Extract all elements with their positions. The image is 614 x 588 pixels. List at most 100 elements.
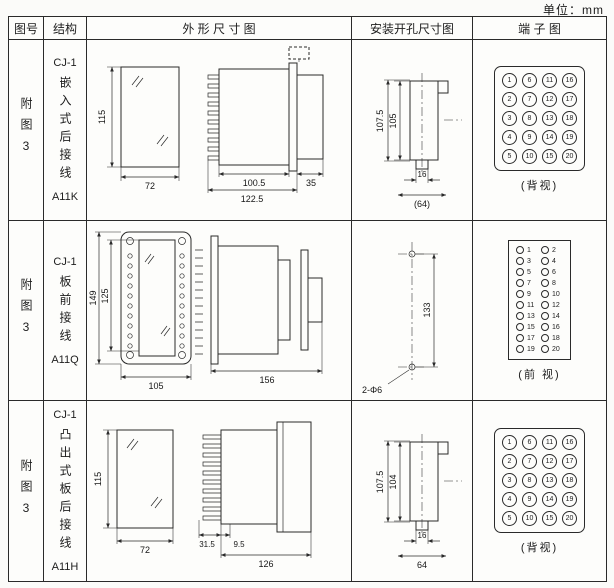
model-label: CJ-1 xyxy=(53,409,77,422)
terminal-screw-icon xyxy=(541,301,549,309)
dim-hole-w2: (64) xyxy=(414,199,430,209)
terminal-number: 6 xyxy=(552,268,556,276)
terminal-screw-icon xyxy=(516,323,524,331)
table-header-row: 图号 结构 外 形 尺 寸 图 安装开孔尺寸图 端 子 图 xyxy=(9,17,606,40)
terminal-number: 11 xyxy=(527,301,535,309)
terminal-circle: 5 xyxy=(502,510,517,526)
terminal-circle: 19 xyxy=(562,491,577,507)
terminal-number: 7 xyxy=(527,279,531,287)
outline-drawing-a11h: 115 72 31.5 9.5 126 xyxy=(93,421,312,569)
terminal-circle: 18 xyxy=(562,472,577,488)
terminal-circle: 9 xyxy=(522,130,537,146)
mounting-drawing-a11h: 107.5 104 16 64 xyxy=(375,434,462,570)
terminal-screw-icon xyxy=(516,334,524,342)
terminal-view-label: (背视) xyxy=(520,541,559,554)
dim-hole-w1: 16 xyxy=(418,531,427,540)
dim-total: 156 xyxy=(259,375,274,385)
dim-hole-h2: 105 xyxy=(388,113,398,128)
terminal-circle: 3 xyxy=(502,111,517,127)
dim-width: 105 xyxy=(148,381,163,391)
structure-type-label: 嵌入式后接线 xyxy=(58,75,72,184)
terminal-circle: 3 xyxy=(502,472,517,488)
terminal-circle: 10 xyxy=(522,149,537,165)
terminal-circle: 18 xyxy=(562,111,577,127)
dim-hole-w1: 16 xyxy=(418,170,427,179)
structure-a11k: CJ-1 嵌入式后接线 A11K xyxy=(52,57,78,203)
terminal-view-label: (前 视) xyxy=(518,368,561,381)
terminal-number: 13 xyxy=(527,312,535,320)
table-row-a11h: 附图3 CJ-1 凸出式板后接线 A11H 115 72 xyxy=(9,401,606,582)
terminal-screw-icon xyxy=(516,345,524,353)
dim-depth: 100.5 xyxy=(243,178,266,188)
unit-label: 单位：mm xyxy=(543,3,604,17)
dim-height: 115 xyxy=(97,110,107,124)
terminal-circle: 13 xyxy=(542,472,557,488)
terminal-circle: 7 xyxy=(522,453,537,469)
terminal-number: 3 xyxy=(527,257,531,265)
header-mounting: 安装开孔尺寸图 xyxy=(352,17,473,39)
header-terminal: 端 子 图 xyxy=(518,21,561,36)
terminal-circle: 2 xyxy=(502,92,517,108)
mounting-drawing-a11q: 133 2-Φ6 xyxy=(362,241,438,395)
terminal-screw-icon xyxy=(516,290,524,298)
dim-hole-w2: 64 xyxy=(417,560,427,570)
terminal-circle: 8 xyxy=(522,472,537,488)
fig-no-label: 附图3 xyxy=(19,458,33,524)
dim-hole-h1: 107.5 xyxy=(375,471,385,494)
terminal-number: 17 xyxy=(527,334,535,342)
table-row-a11k: 附图3 CJ-1 嵌入式后接线 A11K 115 72 xyxy=(9,40,606,221)
header-structure: 结构 xyxy=(44,17,87,39)
terminal-circle: 6 xyxy=(522,434,537,450)
terminal-screw-icon xyxy=(541,257,549,265)
terminal-circle: 1 xyxy=(502,434,517,450)
dim-pins: 31.5 xyxy=(199,540,215,549)
terminal-circle: 20 xyxy=(562,149,577,165)
terminal-number: 12 xyxy=(552,301,560,309)
model-label: CJ-1 xyxy=(53,56,77,69)
structure-type-label: 凸出式板后接线 xyxy=(57,428,72,555)
terminal-screw-icon xyxy=(541,345,549,353)
terminal-circle: 15 xyxy=(542,510,557,526)
structure-a11h: CJ-1 凸出式板后接线 A11H xyxy=(52,409,79,573)
terminal-screw-icon xyxy=(516,268,524,276)
terminal-number: 5 xyxy=(527,268,531,276)
outline-drawing-a11q: 149 125 105 156 xyxy=(88,231,323,391)
terminal-screw-icon xyxy=(516,312,524,320)
fig-no-label: 附图3 xyxy=(19,97,33,163)
terminal-view-label: (背视) xyxy=(520,180,559,193)
hole-spec-label: 2-Φ6 xyxy=(362,385,382,395)
terminal-circle: 16 xyxy=(562,73,577,89)
terminal-number: 20 xyxy=(552,345,560,353)
terminal-circle: 2 xyxy=(502,453,517,469)
mounting-drawing-a11k: 107.5 105 16 (64) xyxy=(375,72,462,209)
drawing-table: 图号 结构 外 形 尺 寸 图 安装开孔尺寸图 端 子 图 附图3 CJ-1 嵌… xyxy=(8,16,607,582)
terminal-circle: 9 xyxy=(522,491,537,507)
dim-total: 126 xyxy=(258,559,273,569)
terminal-circle: 8 xyxy=(522,111,537,127)
terminal-circle: 12 xyxy=(542,453,557,469)
terminal-number: 10 xyxy=(552,290,560,298)
fig-no-label: 附图3 xyxy=(19,278,33,343)
terminal-screw-icon xyxy=(541,268,549,276)
terminal-screw-icon xyxy=(541,334,549,342)
structure-a11q: CJ-1 板前接线 A11Q xyxy=(51,256,78,366)
model-label: CJ-1 xyxy=(53,255,77,268)
terminal-circle: 11 xyxy=(542,73,557,89)
dim-hole-spacing: 133 xyxy=(422,302,432,317)
outline-drawing-a11k: 115 72 100.5 35 122.5 xyxy=(97,46,324,204)
dim-total: 122.5 xyxy=(241,194,264,204)
structure-code-label: A11Q xyxy=(51,353,79,366)
terminal-circle: 14 xyxy=(542,491,557,507)
terminal-screw-icon xyxy=(541,279,549,287)
dim-height: 115 xyxy=(93,472,103,486)
dim-hole-h2: 104 xyxy=(388,475,398,490)
dim-height: 149 xyxy=(88,290,98,305)
terminal-circle: 19 xyxy=(562,130,577,146)
terminal-screw-icon xyxy=(541,290,549,298)
terminal-number: 19 xyxy=(527,345,535,353)
